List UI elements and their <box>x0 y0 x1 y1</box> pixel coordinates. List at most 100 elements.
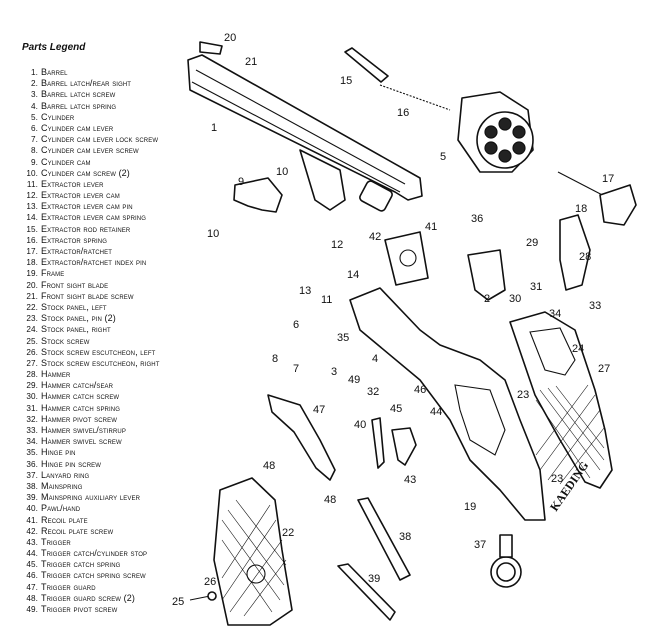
legend-item: 46.Trigger catch spring screw <box>22 570 232 581</box>
legend-item-number: 1. <box>30 68 38 77</box>
legend-item: 26.Stock screw escutcheon, left <box>22 347 232 358</box>
legend-item-label: Extractor/ratchet <box>41 246 112 256</box>
legend-item: 9.Cylinder cam <box>22 157 232 168</box>
legend-item: 20.Front sight blade <box>22 280 232 291</box>
legend-item: 37.Lanyard ring <box>22 470 232 481</box>
cylinder-part <box>457 91 534 173</box>
legend-item: 7.Cylinder cam lever lock screw <box>22 134 232 145</box>
legend-item: 27.Stock screw escutcheon, right <box>22 358 232 369</box>
legend-item-number: 25. <box>26 336 38 346</box>
legend-item-label: Mainspring auxiliary lever <box>41 492 141 503</box>
lanyard-ring-part <box>490 534 522 588</box>
artist-signature: KAEDING <box>547 459 591 514</box>
legend-item-label: Hinge pin <box>41 447 76 458</box>
legend-title: Parts Legend <box>22 42 86 53</box>
legend-item-label: Trigger catch spring <box>41 559 121 570</box>
legend-item-number: 19. <box>26 269 38 279</box>
legend-item-label: Trigger <box>41 536 71 547</box>
legend-item-label: Barrel latch spring <box>41 100 117 111</box>
legend-item-number: 9. <box>30 157 38 167</box>
legend-item-number: 6. <box>30 123 38 133</box>
legend-item: 22.Stock panel, left <box>22 302 232 313</box>
pawl-part <box>371 417 385 469</box>
callout-21: 21 <box>245 56 257 68</box>
callout-7: 7 <box>293 363 299 375</box>
callout-34: 34 <box>549 308 561 320</box>
legend-item-number: 47. <box>26 582 38 592</box>
callout-11: 11 <box>321 294 332 306</box>
legend-item-number: 3. <box>30 90 38 100</box>
legend-item: 42.Recoil plate screw <box>22 526 232 537</box>
legend-item-number: 42. <box>26 526 38 536</box>
legend-item-label: Recoil plate screw <box>41 525 114 536</box>
callout-28: 28 <box>579 251 591 263</box>
frame-part <box>349 287 546 521</box>
legend-item-label: Trigger guard <box>41 581 96 592</box>
legend-item-number: 41. <box>26 515 38 525</box>
legend-item-label: Trigger catch spring screw <box>41 570 146 581</box>
legend-item-number: 18. <box>26 258 38 268</box>
legend-item-label: Hammer catch spring <box>41 402 120 413</box>
callout-14: 14 <box>347 269 359 281</box>
callout-22: 22 <box>282 527 294 539</box>
legend-item: 3.Barrel latch screw <box>22 89 232 100</box>
callout-38: 38 <box>399 531 411 543</box>
legend-item-number: 4. <box>30 101 38 111</box>
legend-item-label: Cylinder cam lever lock screw <box>41 134 159 145</box>
stock-panel-left-checkering <box>221 499 287 617</box>
legend-item-label: Hammer catch/sear <box>41 380 114 391</box>
legend-item-label: Cylinder cam lever screw <box>41 145 139 156</box>
legend-item: 4.Barrel latch spring <box>22 101 232 112</box>
legend-item: 36.Hinge pin screw <box>22 459 232 470</box>
callout-25: 25 <box>172 596 184 608</box>
legend-item-label: Stock panel, left <box>41 301 107 312</box>
callout-41: 41 <box>425 221 437 233</box>
legend-item-number: 17. <box>26 247 38 256</box>
legend-item: 47.Trigger guard <box>22 582 232 593</box>
trigger-part <box>391 427 417 466</box>
legend-item: 33.Hammer swivel/stirrup <box>22 425 232 436</box>
legend-item: 32.Hammer pivot screw <box>22 414 232 425</box>
legend-item-label: Hammer catch screw <box>41 391 120 402</box>
legend-item-label: Hammer <box>41 369 71 380</box>
legend-item: 18.Extractor/ratchet index pin <box>22 257 232 268</box>
legend-item: 30.Hammer catch screw <box>22 391 232 402</box>
legend-item: 43.Trigger <box>22 537 232 548</box>
legend-item-label: Stock panel, pin (2) <box>41 313 116 324</box>
legend-item-number: 40. <box>26 504 38 514</box>
legend-item: 19.Frame <box>22 268 232 279</box>
legend-item-label: Extractor lever cam spring <box>41 212 147 223</box>
stock-panel-right-part <box>509 311 613 489</box>
legend-item-number: 16. <box>26 235 38 245</box>
legend-item: 41.Recoil plate <box>22 515 232 526</box>
callout-43: 43 <box>404 474 416 486</box>
callout-19: 19 <box>464 501 476 513</box>
callout-29: 29 <box>526 237 538 249</box>
callout-15: 15 <box>340 75 352 87</box>
legend-item-number: 32. <box>26 414 38 424</box>
legend-item-number: 33. <box>26 426 38 435</box>
callout-18: 18 <box>575 203 587 215</box>
legend-item-label: Barrel latch screw <box>41 89 116 100</box>
legend-item-number: 10. <box>26 168 38 178</box>
stock-panel-left-part <box>213 477 293 626</box>
legend-item-number: 20. <box>26 280 38 290</box>
legend-item: 28.Hammer <box>22 369 232 380</box>
barrel-latch-part <box>467 249 506 301</box>
callout-39: 39 <box>368 573 380 585</box>
callout-17: 17 <box>602 173 614 185</box>
legend-item-label: Extractor spring <box>41 234 107 245</box>
legend-item: 11.Extractor lever <box>22 179 232 190</box>
legend-item: 13.Extractor lever cam pin <box>22 201 232 212</box>
callout-24: 24 <box>572 343 584 355</box>
legend-item-label: Extractor rod retainer <box>41 223 131 234</box>
legend-item-number: 39. <box>26 493 38 503</box>
callout-5: 5 <box>440 151 446 163</box>
callout-48a: 48 <box>263 460 275 472</box>
legend-item-number: 36. <box>26 459 38 469</box>
extractor-rod-part <box>344 47 451 111</box>
stock-screw-part <box>189 591 217 601</box>
